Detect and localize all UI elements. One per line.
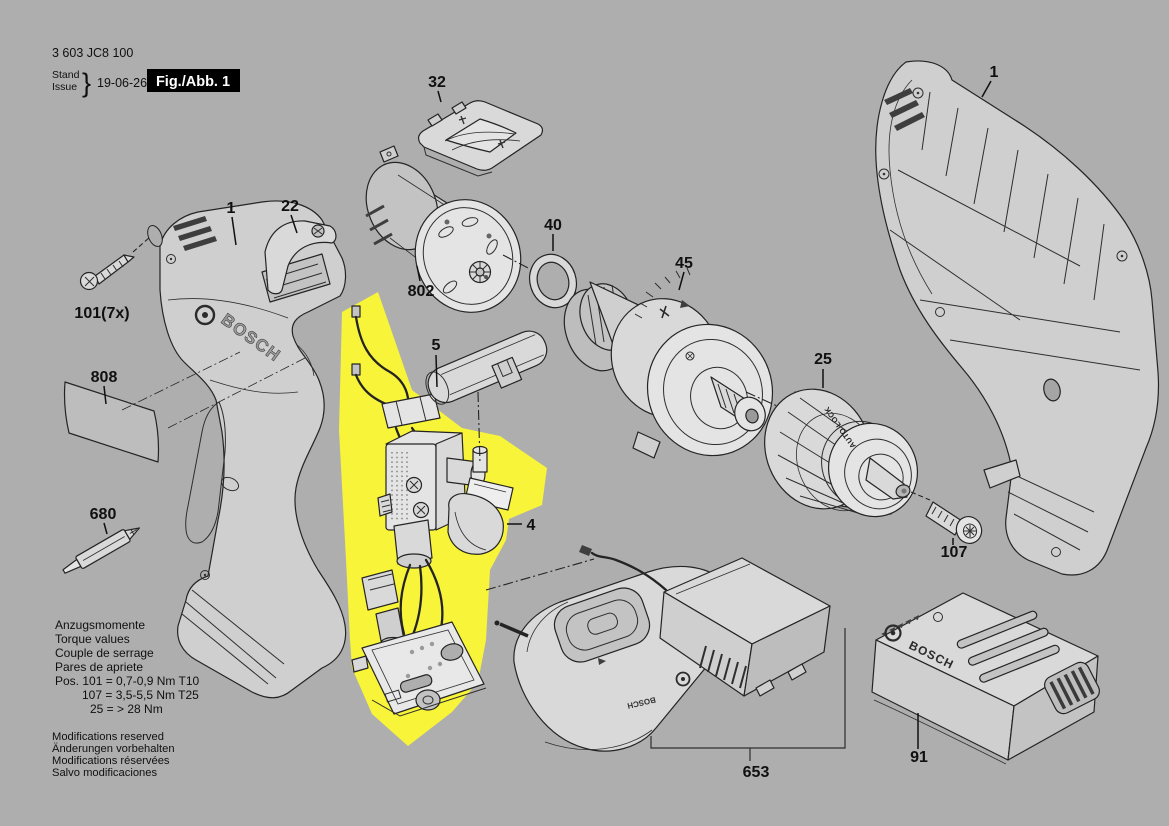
- bosch-roundel-icon: [194, 304, 216, 326]
- part-battery-91: BOSCH: [871, 592, 1100, 765]
- label-sticker: 808: [91, 369, 118, 386]
- note-line: Modifications reserved: [52, 731, 164, 743]
- torque-line: 25 = > 28 Nm: [90, 702, 163, 716]
- label-housing-right: 1: [990, 64, 999, 81]
- part-housing-right-1: [875, 60, 1160, 576]
- part-screw-101: [79, 236, 151, 291]
- label-motor: 802: [408, 283, 435, 300]
- torque-line: Pos. 101 = 0,7-0,9 Nm T10: [55, 674, 200, 688]
- part-housing-left-1: BOSCH: [147, 200, 347, 699]
- wire-terminal: [351, 305, 361, 318]
- figure-badge-label: Fig./Abb. 1: [156, 74, 230, 90]
- label-o-ring: 40: [544, 217, 562, 234]
- assembly-axis-button-switch: [477, 391, 481, 465]
- part-sticker-808: [63, 351, 306, 463]
- label-battery: 91: [910, 749, 928, 766]
- motor-pinion-gear: [468, 260, 492, 284]
- modifications-block: Modifications reserved Änderungen vorbeh…: [52, 731, 175, 779]
- part-pushbutton-5: [425, 330, 548, 405]
- switch-lower-cylinder: [393, 519, 433, 565]
- torque-line: Pares de apriete: [55, 660, 143, 674]
- battery-release-latch: [1044, 661, 1100, 715]
- label-belt-clip: 22: [281, 198, 299, 215]
- part-belt-clip-22: [264, 220, 337, 295]
- note-line: Änderungen vorbehalten: [52, 743, 175, 755]
- issue-date: 19-06-26: [97, 76, 147, 90]
- part-gearbox-45: [563, 267, 774, 459]
- part-mode-slide-32: [417, 100, 544, 177]
- gearbox-spindle: [710, 376, 766, 432]
- label-chuck-screw: 107: [941, 544, 968, 561]
- label-switch-assembly: 4: [527, 517, 536, 534]
- battery-contact-rails: [956, 610, 1060, 683]
- charger-set-bracket: [650, 628, 846, 761]
- grip-oval-hole: [220, 476, 240, 492]
- label-gearbox: 45: [675, 255, 693, 272]
- part-motor-802: [365, 145, 522, 313]
- part-power-adapter: [579, 545, 831, 697]
- issue-label: Issue: [52, 81, 77, 93]
- note-line: Modifications réservées: [52, 755, 170, 767]
- part-chuck-screw-107: [910, 491, 983, 545]
- label-screwdriver-bit: 680: [90, 506, 117, 523]
- wire-terminal: [351, 363, 361, 376]
- label-housing-left: 1: [227, 200, 236, 217]
- torque-line: Couple de serrage: [55, 646, 154, 660]
- part-screwdriver-bit-680: [62, 527, 140, 574]
- label-housing-screws: 101(7x): [74, 305, 129, 322]
- note-line: Salvo modificaciones: [52, 767, 157, 779]
- switch-bracket: [361, 569, 399, 611]
- label-mode-slide: 32: [428, 74, 446, 91]
- part-o-ring-40: [528, 253, 578, 309]
- label-chuck: 25: [814, 351, 832, 368]
- stand-label: Stand: [52, 69, 80, 81]
- assembly-axis-charger: [485, 558, 595, 591]
- torque-line: Anzugsmomente: [55, 618, 145, 632]
- housing-right-vent-slots: [884, 88, 925, 131]
- label-charger-set: 653: [743, 764, 770, 781]
- type-number: 3 603 JC8 100: [52, 46, 133, 60]
- label-pushbutton: 5: [432, 337, 441, 354]
- torque-line: 107 = 3,5-5,5 Nm T25: [82, 688, 199, 702]
- brace-glyph: }: [82, 68, 91, 98]
- bosch-roundel-icon: [675, 671, 691, 687]
- trigger: [447, 493, 504, 555]
- torque-values-block: Anzugsmomente Torque values Couple de se…: [55, 618, 200, 716]
- figure-badge: [147, 69, 240, 92]
- housing-vent-slots: [173, 216, 217, 251]
- torque-line: Torque values: [55, 632, 130, 646]
- leader-lines: [103, 80, 992, 749]
- part-switch-assembly-4: [351, 305, 514, 717]
- bosch-roundel-icon: [884, 624, 902, 642]
- part-labels: 1 22 101(7x) 808 680 802 32 40 45 25 1 1…: [74, 64, 998, 781]
- part-chuck-25: AUTO LOCK: [764, 388, 919, 518]
- header: 3 603 JC8 100 Stand Issue } 19-06-26 Fig…: [52, 46, 240, 98]
